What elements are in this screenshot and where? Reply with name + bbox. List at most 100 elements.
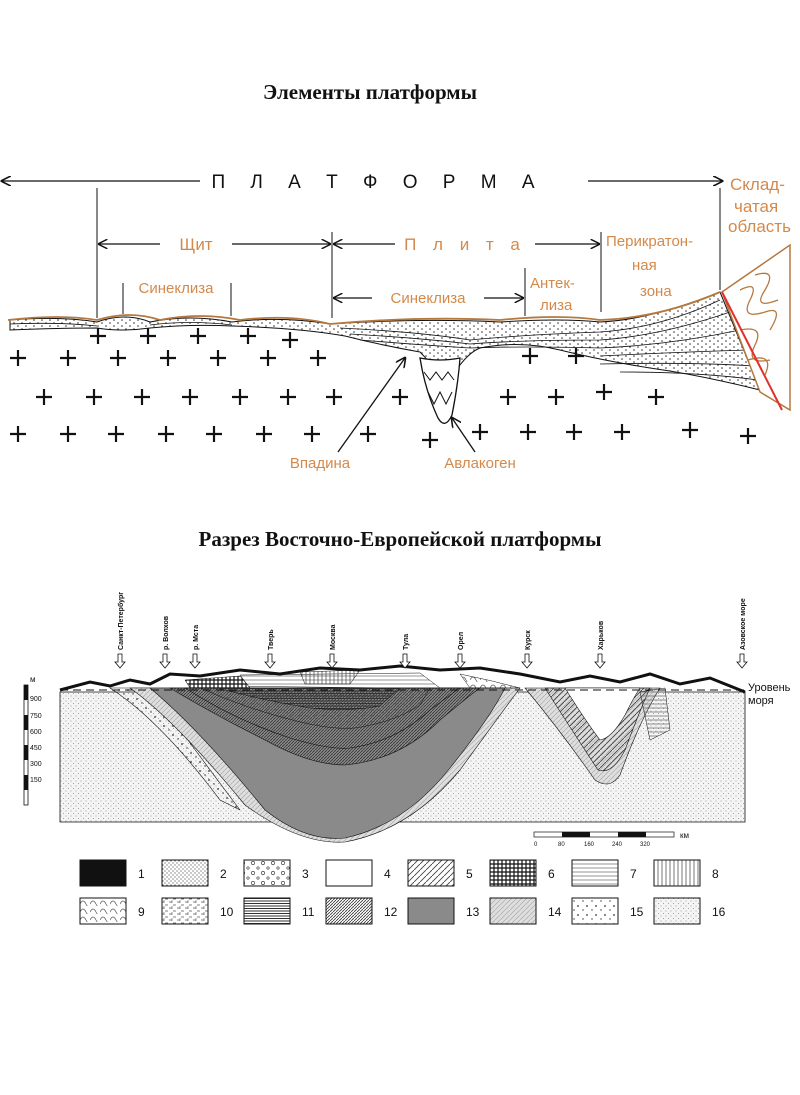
legend-swatch	[653, 859, 701, 887]
city-arrow	[594, 653, 606, 669]
legend-swatch	[243, 859, 291, 887]
basement-plus	[614, 424, 630, 440]
city-label: Курск	[525, 630, 532, 650]
legend-number: 7	[630, 867, 637, 881]
basement-plus	[240, 328, 256, 344]
legend-number: 5	[466, 867, 473, 881]
legend-swatch	[571, 897, 619, 925]
top-title: Элементы платформы	[263, 80, 477, 104]
basement-plus	[548, 389, 564, 405]
legend-number: 12	[384, 905, 398, 919]
aulacogen-body	[419, 357, 461, 424]
basement-plus	[158, 426, 174, 442]
basement-plus	[520, 424, 536, 440]
sea-level-label: Уровень моря	[748, 682, 793, 707]
city-label: Тверь	[268, 629, 275, 650]
basement-plus	[210, 350, 226, 366]
legend-number: 2	[220, 867, 227, 881]
city-arrow	[454, 653, 466, 669]
layer-9	[459, 673, 521, 689]
legend-swatch	[79, 897, 127, 925]
basement-plus	[190, 328, 206, 344]
basement-plus	[392, 389, 408, 405]
basement-plus	[596, 384, 612, 400]
basement-plus	[568, 348, 584, 364]
basement-plus	[472, 424, 488, 440]
city-arrow	[399, 653, 411, 669]
syneclise-left-label: Синеклиза	[139, 280, 215, 297]
legend-swatch	[407, 897, 455, 925]
city-label: Тула	[403, 634, 410, 650]
basement-plus	[500, 389, 516, 405]
plate-label: П л и т а	[404, 235, 526, 254]
legend-number: 9	[138, 905, 145, 919]
legend-swatch	[407, 859, 455, 887]
legend-swatch	[571, 859, 619, 887]
basement-plus	[36, 389, 52, 405]
city-arrow	[736, 653, 748, 669]
depth-tick: 150	[30, 777, 42, 784]
legend-number: 11	[302, 905, 315, 919]
city-label: Харьков	[598, 620, 605, 650]
platform-label: П Л А Т Ф О Р М А	[211, 172, 544, 193]
city-label: Орел	[458, 632, 465, 650]
legend-number: 15	[630, 905, 644, 919]
basement-plus	[280, 389, 296, 405]
basement-plus	[232, 389, 248, 405]
depth-tick: 750	[30, 713, 42, 720]
city-label: Москва	[330, 624, 337, 650]
basement-plus	[60, 426, 76, 442]
city-arrow	[159, 653, 171, 669]
basement-plus	[326, 389, 342, 405]
basement-plus	[182, 389, 198, 405]
basement-plus	[10, 426, 26, 442]
depth-tick: 900	[30, 696, 42, 703]
depth-unit: м	[30, 675, 36, 684]
layer-8	[299, 669, 361, 685]
basement-plus	[90, 328, 106, 344]
scale-tick: 0	[534, 842, 538, 848]
legend-swatch	[325, 897, 373, 925]
legend-swatch	[79, 859, 127, 887]
legend-number: 4	[384, 867, 391, 881]
basement-plus	[134, 389, 150, 405]
basement-plus	[522, 348, 538, 364]
legend-swatch	[325, 859, 373, 887]
city-label: р. Волхов	[163, 615, 170, 650]
legend-swatch	[243, 897, 291, 925]
basement-plus	[648, 389, 664, 405]
legend-number: 3	[302, 867, 309, 881]
legend-swatch	[489, 859, 537, 887]
scale-tick: 160	[584, 842, 595, 848]
city-arrow	[189, 653, 201, 669]
depth-tick: 600	[30, 729, 42, 736]
legend-swatch	[161, 897, 209, 925]
legend-number: 1	[138, 867, 145, 881]
depression-label: Впадина	[290, 455, 351, 472]
legend-swatch	[653, 897, 701, 925]
platform-elements-scheme: П Л А Т Ф О Р М А Склад- чатая область Щ…	[0, 172, 791, 472]
legend-number: 13	[466, 905, 480, 919]
city-label: Санкт-Петербург	[117, 592, 125, 650]
city-label: Азовское море	[740, 598, 747, 650]
legend-swatch	[489, 897, 537, 925]
city-arrow	[326, 653, 338, 669]
shield-label: Щит	[179, 235, 212, 254]
aulacogen-label: Авлакоген	[444, 455, 516, 472]
surface-relief	[59, 664, 746, 694]
basement-plus	[140, 328, 156, 344]
basement-plus	[360, 426, 376, 442]
basement-plus	[304, 426, 320, 442]
basement-plus	[160, 350, 176, 366]
sedimentary-cover	[9, 291, 761, 397]
basement-plus	[60, 350, 76, 366]
basement-plus	[282, 332, 298, 348]
city-arrow	[521, 653, 533, 669]
city-arrow	[114, 653, 126, 669]
legend-number: 10	[220, 905, 234, 919]
basement-plus	[682, 422, 698, 438]
legend-number: 8	[712, 867, 719, 881]
km-scale: км 0 80 160 240 320	[533, 831, 689, 848]
layer-11	[209, 685, 401, 710]
anteclise-label: Антек- лиза	[530, 275, 579, 314]
